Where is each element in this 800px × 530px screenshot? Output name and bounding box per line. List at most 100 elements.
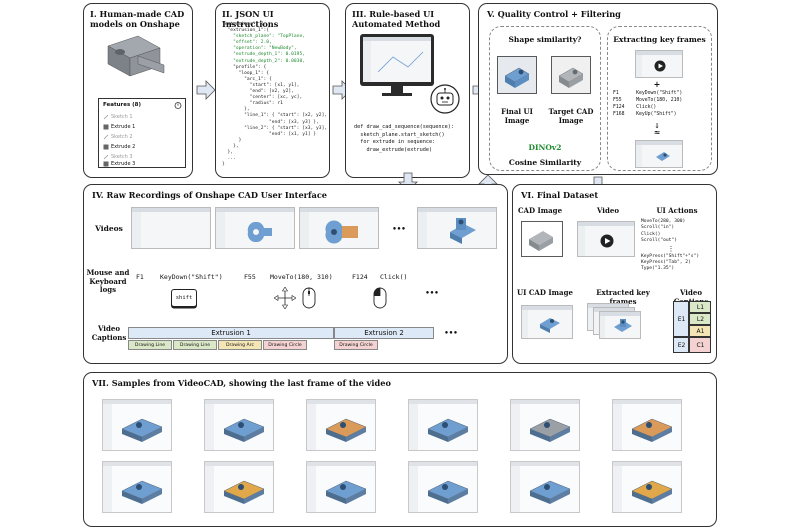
shape-similarity-label: Shape similarity? <box>508 35 582 44</box>
ui-action-line: Scroll("out") <box>641 238 677 244</box>
json-line: "loop_1": { <box>222 70 270 76</box>
json-line: "extrude_depth_1": 0.0195, <box>222 52 305 58</box>
code-line: def draw_cad_sequence(sequence): <box>354 124 454 130</box>
sample-frame <box>408 399 478 451</box>
timer-icon[interactable] <box>174 101 182 109</box>
ui-action-line: KeyPress("Shift"+"s") <box>641 253 700 259</box>
caption-drawing-circle-1: Drawing Circle <box>263 340 307 350</box>
sample-frame <box>306 399 376 451</box>
features-list: Features (8) Sketch 1 Extrude 1 Sketch 2… <box>98 98 186 168</box>
feature-item-extrude-3[interactable]: Extrude 3 <box>103 160 183 169</box>
sample-frame <box>510 399 580 451</box>
feature-item-sketch-1[interactable]: Sketch 1 <box>103 113 183 122</box>
feature-item-sketch-3[interactable]: Sketch 3 <box>103 153 183 162</box>
caption-l2: L2 <box>689 313 711 325</box>
mouse-click-icon <box>373 287 387 309</box>
vertical-dots: ⋮ <box>667 244 675 253</box>
json-line: "operation": "NewBody", <box>222 46 297 52</box>
final-video-thumb <box>577 221 635 257</box>
json-line: "line_2": { "start": [x3, y3], <box>222 125 328 131</box>
sample-frame <box>204 461 274 513</box>
code-line: sketch_plane.start_sketch() <box>354 131 445 138</box>
ui-cad-image-label: UI CAD Image <box>517 288 573 297</box>
extrusion-1-bar: Extrusion 1 <box>128 327 334 339</box>
caption-drawing-line-1: Drawing Line <box>128 340 172 350</box>
robot-icon <box>430 84 460 114</box>
plus-sign: + <box>653 79 661 89</box>
play-icon <box>600 234 614 248</box>
json-line: "center": [xc, yc], <box>222 95 303 101</box>
final-ui-image <box>497 56 537 94</box>
sketch-icon <box>103 134 109 140</box>
panel-title: III. Rule-based UI Automated Method <box>352 9 441 29</box>
log-f124: F124 <box>352 273 368 281</box>
video-thumb-1 <box>131 207 211 249</box>
json-line: "sketch_plane": "TopPlane, <box>222 34 305 40</box>
cad-model-image <box>107 35 165 77</box>
json-line: "extrusions": { <box>222 22 264 27</box>
caption-l1: L1 <box>689 301 711 313</box>
feature-item-extrude-2[interactable]: Extrude 2 <box>103 143 183 152</box>
ui-action-line: Click() <box>641 231 661 237</box>
sample-frame <box>306 461 376 513</box>
log-f1: F1 <box>136 273 144 281</box>
sample-frame <box>510 461 580 513</box>
sample-frame <box>102 461 172 513</box>
key-frames-box <box>607 26 712 171</box>
log-f55-action: MoveTo(180, 310) <box>270 273 333 281</box>
feature-item-extrude-1[interactable]: Extrude 1 <box>103 123 183 132</box>
caption-drawing-arc: Drawing Arc <box>218 340 262 350</box>
videos-ellipsis: ••• <box>392 224 406 233</box>
log-f124-action: Click() <box>380 273 408 281</box>
feature-item-sketch-2[interactable]: Sketch 2 <box>103 133 183 142</box>
json-line: "offset": 2.0, <box>222 40 272 46</box>
sample-frame <box>408 461 478 513</box>
extrusion-2-bar: Extrusion 2 <box>334 327 434 339</box>
video-captions-label: Video Captions <box>91 324 127 342</box>
key-frame-thumb-top <box>635 50 683 78</box>
panel-json-instructions: II. JSON UI Instructions "extrusions": {… <box>215 3 330 178</box>
sample-frame <box>204 399 274 451</box>
json-line: }, <box>222 143 239 149</box>
shape-similarity-box <box>489 26 601 171</box>
ui-actions-list: MoveTo(280, 300)Scroll("in")Click()Scrol… <box>641 219 717 273</box>
panel-title: IV. Raw Recordings of Onshape CAD User I… <box>92 190 328 200</box>
video-label: Video <box>597 206 619 215</box>
sample-frame <box>102 399 172 451</box>
final-ui-cad-thumb <box>521 305 573 339</box>
json-line: } <box>222 162 225 168</box>
play-icon <box>654 60 666 72</box>
extrude-icon <box>103 144 109 150</box>
ui-action-line: KeyPress("Tab", 2) <box>641 260 691 266</box>
frame-log-line: F55 MoveTo(180, 210) <box>613 98 683 103</box>
extracting-key-frames-label: Extracting key frames <box>613 35 706 44</box>
panel-title: I. Human-made CAD models on Onshape <box>90 9 185 29</box>
code-block: def draw_cad_sequence(sequence): sketch_… <box>354 124 469 154</box>
panel-title: VI. Final Dataset <box>521 190 599 200</box>
json-line: }, <box>222 149 234 155</box>
json-line: "radius": r1 <box>222 101 283 107</box>
sample-frame <box>612 461 682 513</box>
feature-label: Extrude 3 <box>111 161 136 167</box>
flow-arrow-1-2 <box>196 80 216 100</box>
json-line: "profile": { <box>222 64 267 70</box>
mouse-icon <box>302 287 316 309</box>
feature-label: Sketch 2 <box>111 134 133 140</box>
json-line: }, <box>222 107 250 113</box>
key-frame-thumb-bottom <box>635 140 683 168</box>
extracted-frame-3 <box>599 311 641 339</box>
panel-rule-based: III. Rule-based UI Automated Method def … <box>345 3 470 178</box>
caption-drawing-line-2: Drawing Line <box>173 340 217 350</box>
panel-title: VII. Samples from VideoCAD, showing the … <box>92 378 391 388</box>
log-f55: F55 <box>244 273 256 281</box>
caption-drawing-circle-2: Drawing Circle <box>334 340 378 350</box>
dinov2-label: DINOv2 <box>528 143 562 152</box>
panel-quality-control: V. Quality Control + Filtering Shape sim… <box>478 3 718 175</box>
sample-frame <box>612 399 682 451</box>
sketch-icon <box>103 154 109 160</box>
approx-sign: ≈ <box>653 127 661 137</box>
panel-samples: VII. Samples from VideoCAD, showing the … <box>83 372 717 527</box>
log-f1-action: KeyDown("Shift") <box>160 273 223 281</box>
caption-e1: E1 <box>673 301 689 337</box>
frame-log-line: F1 KeyDown("Shift") <box>613 91 683 96</box>
